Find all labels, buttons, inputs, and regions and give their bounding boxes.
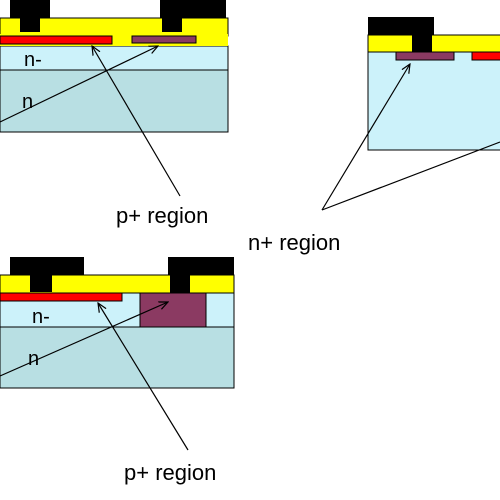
- arrows: [0, 46, 500, 451]
- bottom-left-n-plus-well: [139, 292, 207, 328]
- top-right-p-plus-implant: [471, 51, 500, 61]
- top-right-n-plus-implant: [395, 51, 455, 61]
- top-right-n-minus-layer: [367, 51, 500, 151]
- bottom-left-n-label: n: [28, 348, 39, 370]
- top-left-n-substrate: [0, 69, 229, 133]
- top-p-plus-region-label: p+ region: [116, 203, 208, 228]
- top-left-metal-contact-right: [160, 0, 226, 32]
- bottom-left-metal-contact-left: [10, 257, 84, 292]
- top-right-oxide-layer: [367, 34, 500, 53]
- bottom-left-device: n- n: [0, 257, 235, 389]
- top-left-device: n- n: [0, 0, 229, 133]
- bottom-left-p-plus-implant: [0, 292, 123, 302]
- top-left-metal-contact-left: [10, 0, 50, 32]
- bottom-p-plus-region-label: p+ region: [124, 460, 216, 485]
- bottom-p-plus-arrow-long: [0, 302, 168, 377]
- bottom-left-metal-contact-right: [168, 257, 234, 293]
- top-left-p-plus-implant: [0, 35, 113, 45]
- top-left-n-plus-implant: [131, 35, 197, 44]
- top-right-device: [367, 17, 500, 151]
- top-left-n-minus-layer: [0, 45, 229, 71]
- bottom-left-n-minus-label: n-: [32, 306, 50, 328]
- n-plus-arrow-left: [321, 64, 410, 211]
- top-right-metal-contact: [368, 17, 434, 52]
- n-plus-region-label: n+ region: [248, 230, 340, 255]
- top-p-plus-arrow-short: [92, 46, 181, 197]
- n-plus-arrow-right: [321, 141, 500, 211]
- top-left-n-label: n: [22, 91, 33, 113]
- bottom-p-plus-arrow-short: [98, 303, 189, 451]
- top-p-plus-arrow-long: [0, 46, 158, 123]
- top-left-n-minus-label: n-: [24, 49, 42, 71]
